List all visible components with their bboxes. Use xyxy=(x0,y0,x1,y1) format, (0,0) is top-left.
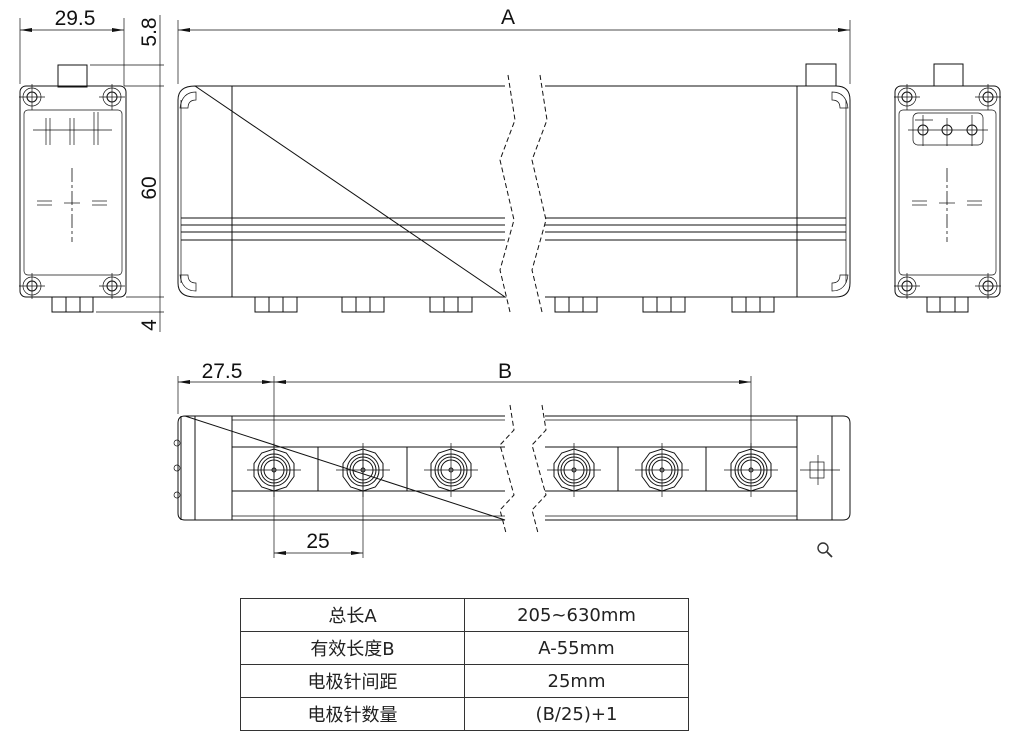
dim-total-length: A xyxy=(501,6,515,29)
mounting-hole xyxy=(19,273,45,299)
mounting-hole xyxy=(19,84,45,110)
connector xyxy=(642,296,686,313)
spec-value: 25mm xyxy=(464,664,689,698)
bottom-view: 27.5 B 25 xyxy=(173,360,851,558)
magnifier-icon[interactable] xyxy=(815,540,835,560)
front-view: A xyxy=(177,6,851,313)
spec-key: 电极针数量 xyxy=(240,697,465,731)
spec-key: 有效长度B xyxy=(240,631,465,665)
table-row: 电极针数量(B/25)+1 xyxy=(240,697,689,731)
mounting-hole xyxy=(894,84,920,110)
left-dimensions: 29.5 5.8 60 4 xyxy=(19,7,164,332)
electrode-pin xyxy=(547,443,601,497)
right-end-view xyxy=(894,63,1001,313)
electrode-pin xyxy=(424,443,478,497)
spec-key: 总长A xyxy=(240,598,465,632)
mounting-hole xyxy=(975,273,1001,299)
electrode-pin xyxy=(635,443,689,497)
connector xyxy=(341,296,385,313)
dim-connector-height: 4 xyxy=(138,319,161,331)
connector xyxy=(554,296,598,313)
dim-pin-pitch: 25 xyxy=(306,530,329,553)
mounting-hole xyxy=(894,273,920,299)
connector xyxy=(254,296,298,313)
connector xyxy=(731,296,775,313)
dim-end-width: 29.5 xyxy=(55,7,96,30)
spec-value: A-55mm xyxy=(464,631,689,665)
mounting-hole xyxy=(99,273,125,299)
dim-tab-height: 5.8 xyxy=(138,17,161,46)
dim-first-pin-offset: 27.5 xyxy=(202,360,243,383)
spec-value: (B/25)+1 xyxy=(464,697,689,731)
mounting-hole xyxy=(99,84,125,110)
mounting-hole xyxy=(975,84,1001,110)
spec-value: 205~630mm xyxy=(464,598,689,632)
left-end-view xyxy=(19,64,127,313)
dim-effective-length: B xyxy=(498,360,512,383)
spec-key: 电极针间距 xyxy=(240,664,465,698)
dim-body-height: 60 xyxy=(138,176,161,199)
connector xyxy=(429,296,473,313)
